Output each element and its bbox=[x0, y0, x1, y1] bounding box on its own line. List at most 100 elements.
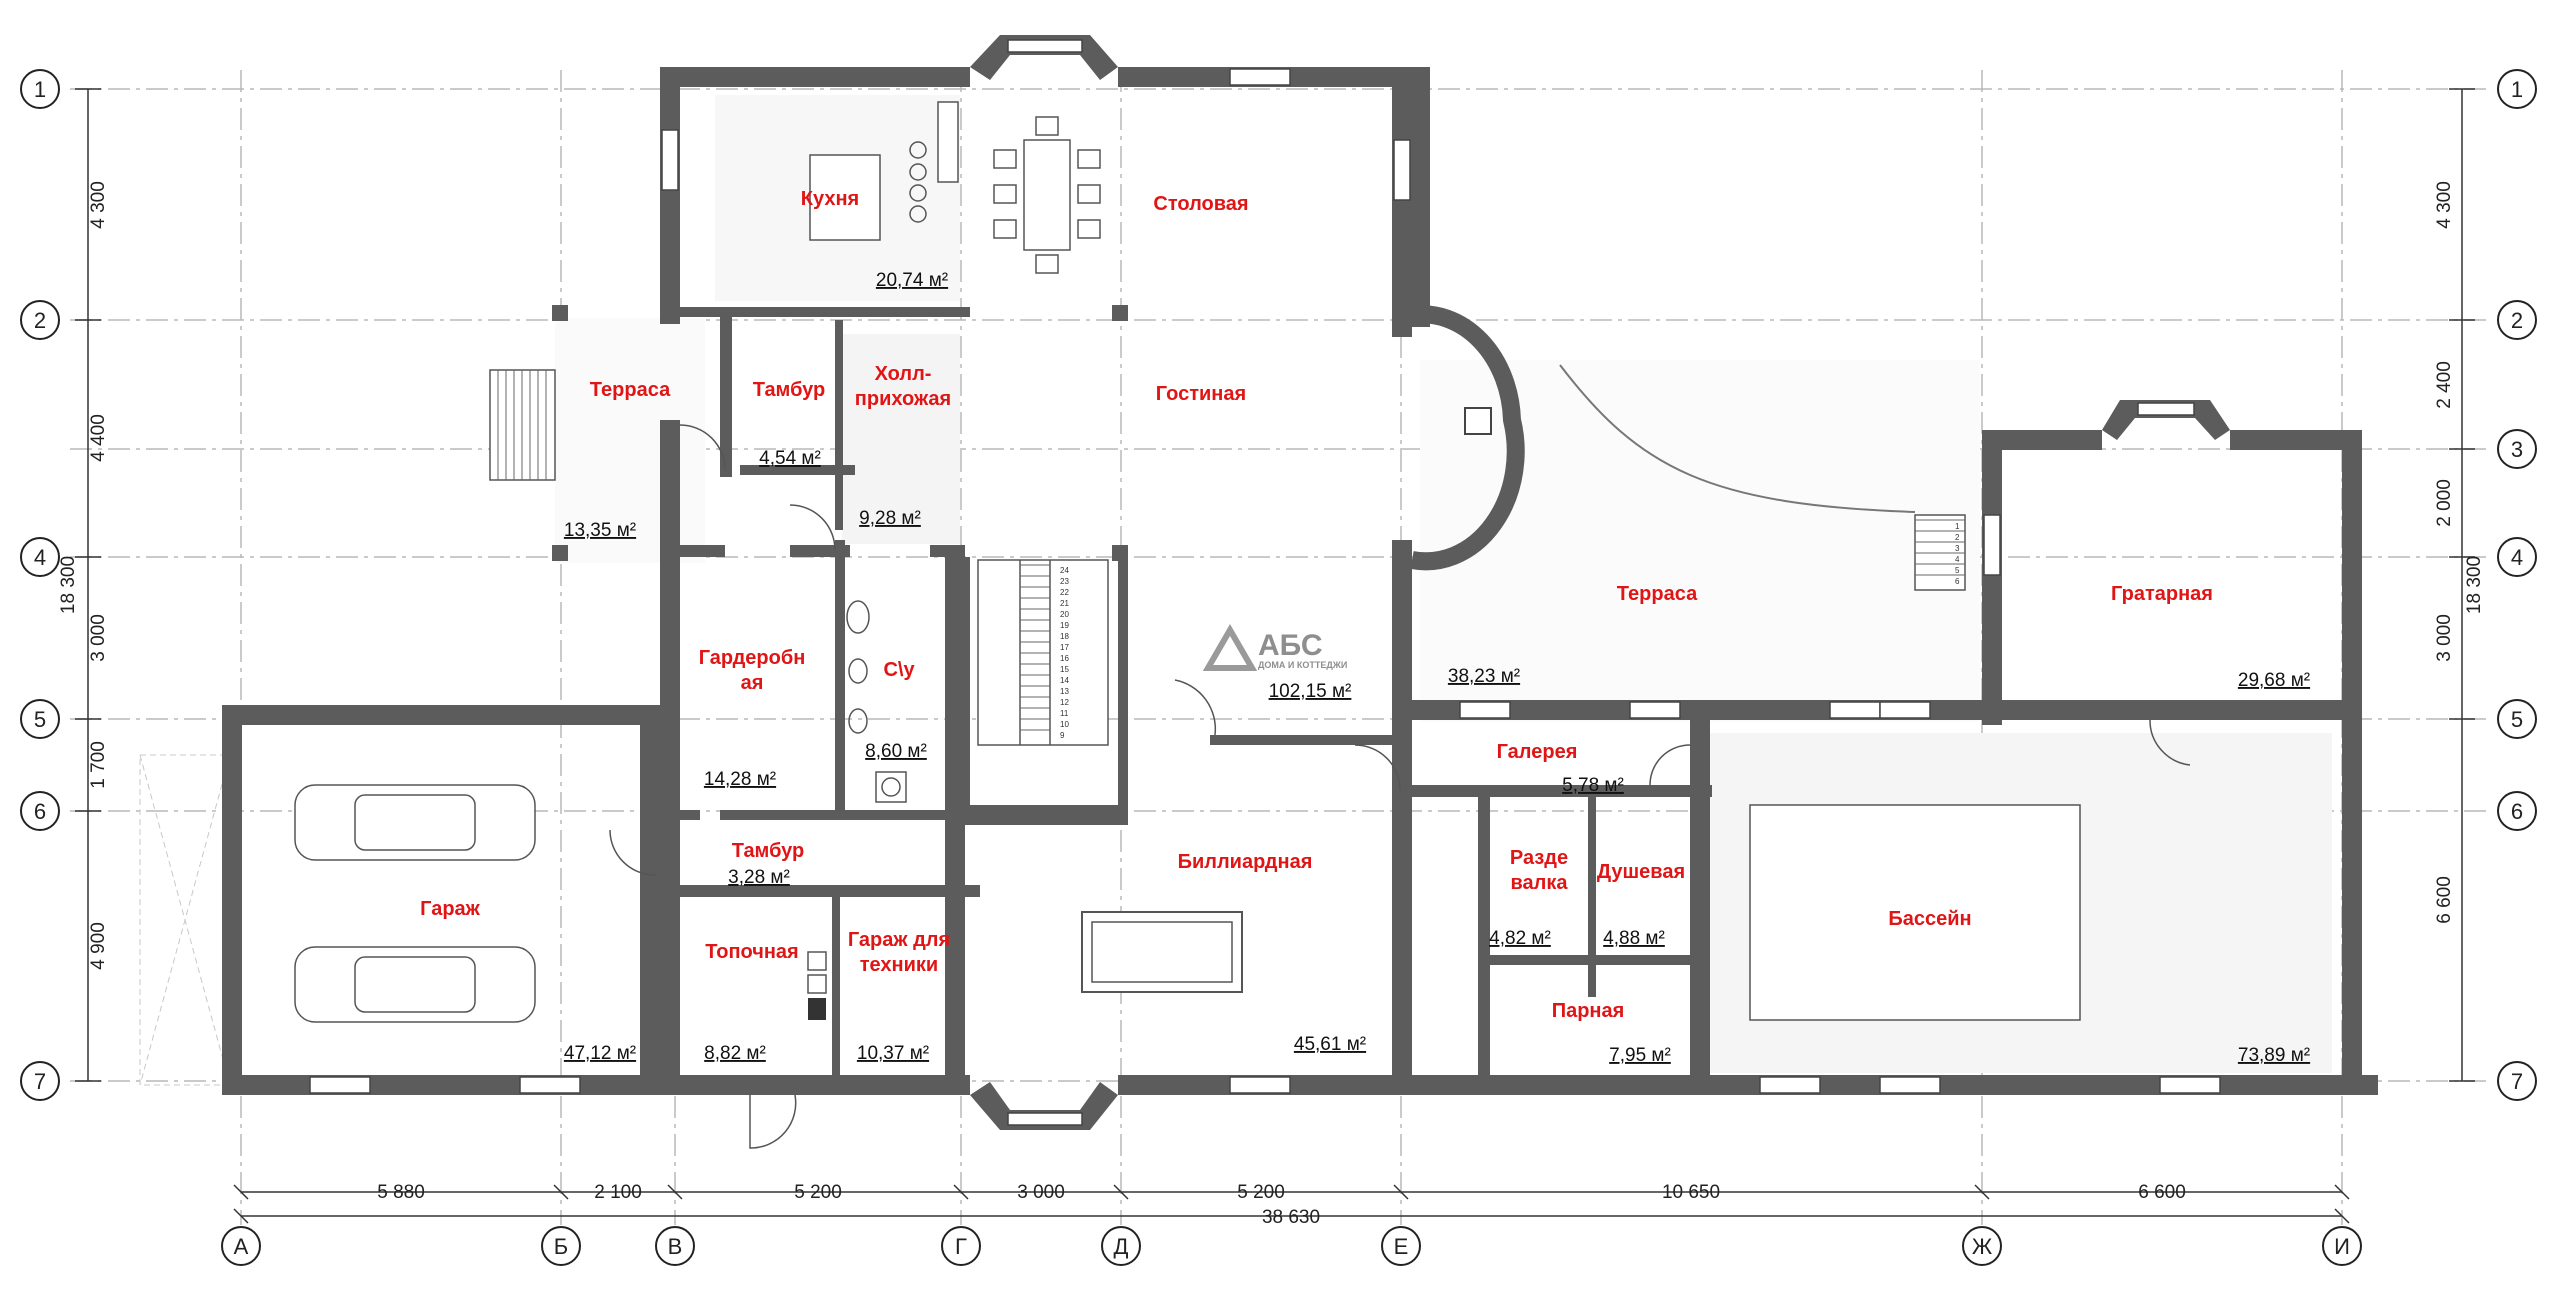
room-name-kitchen: Кухня bbox=[801, 188, 859, 210]
dimensions-left: 4 300 4 400 3 000 1 700 4 900 18 300 bbox=[58, 88, 109, 1082]
dim-label: 4 900 bbox=[88, 922, 109, 970]
logo-name: АБС bbox=[1258, 629, 1323, 662]
room-name-hall-2: прихожая bbox=[855, 388, 951, 410]
axis-label: Б bbox=[554, 1234, 568, 1259]
axis-label: Д bbox=[1114, 1234, 1129, 1259]
stair-number: 3 bbox=[1955, 544, 1960, 553]
room-name-shower: Душевая bbox=[1597, 861, 1685, 883]
room-area-garage-tech: 10,37 м² bbox=[857, 1043, 929, 1064]
dim-label: 3 000 bbox=[88, 614, 109, 662]
fireplace-icon bbox=[1464, 407, 1492, 435]
room-name-changing-1: Разде bbox=[1510, 847, 1568, 869]
company-logo: АБС ДОМА И КОТТЕДЖИ bbox=[1202, 624, 1347, 671]
axis-label: 2 bbox=[34, 308, 46, 333]
dim-total: 18 300 bbox=[58, 556, 79, 614]
dim-label: 2 400 bbox=[2434, 361, 2455, 409]
room-area-wardrobe: 14,28 м² bbox=[704, 769, 776, 790]
kitchen-island bbox=[809, 154, 881, 241]
room-area-changing: 4,82 м² bbox=[1489, 928, 1551, 949]
car-icon bbox=[294, 784, 536, 861]
dimensions-bottom: 5 880 2 100 5 200 3 000 5 200 10 650 6 6… bbox=[233, 1182, 2350, 1228]
stair-number: 17 bbox=[1060, 643, 1069, 652]
row-axis-left: 1 2 4 5 6 7 bbox=[20, 69, 60, 1101]
axis-label: 4 bbox=[2511, 545, 2523, 570]
stair-number: 15 bbox=[1060, 665, 1069, 674]
pool-basin bbox=[1749, 804, 2081, 1021]
car-icon bbox=[294, 946, 536, 1023]
stair-number: 24 bbox=[1060, 566, 1069, 575]
dim-total: 38 630 bbox=[1262, 1207, 1320, 1228]
axis-label: 1 bbox=[34, 77, 46, 102]
dim-total: 18 300 bbox=[2464, 556, 2485, 614]
dim-label: 6 600 bbox=[2434, 876, 2455, 924]
room-area-gallery: 5,78 м² bbox=[1562, 775, 1624, 796]
room-area-tambur-top: 4,54 м² bbox=[759, 448, 821, 469]
room-area-shower: 4,88 м² bbox=[1603, 928, 1665, 949]
room-area-wc: 8,60 м² bbox=[865, 741, 927, 762]
stair-number: 14 bbox=[1060, 676, 1069, 685]
room-area-terrace-left: 13,35 м² bbox=[564, 520, 636, 541]
windows bbox=[309, 39, 2221, 1126]
room-name-terrace-right: Терраса bbox=[1617, 583, 1698, 605]
stair-number: 20 bbox=[1060, 610, 1069, 619]
axis-label: 7 bbox=[2511, 1069, 2523, 1094]
dimensions-right: 4 300 2 400 2 000 3 000 6 600 18 300 bbox=[2434, 88, 2485, 1082]
stair-number: 18 bbox=[1060, 632, 1069, 641]
room-name-pool: Бассейн bbox=[1888, 908, 1971, 930]
room-name-garage: Гараж bbox=[420, 898, 481, 920]
room-name-boiler: Топочная bbox=[705, 941, 798, 963]
dim-label: 4 300 bbox=[88, 181, 109, 229]
room-name-wardrobe-1: Гардеробн bbox=[699, 647, 806, 669]
axis-label: 7 bbox=[34, 1069, 46, 1094]
stair-number: 6 bbox=[1955, 577, 1960, 586]
room-name-grill: Гратарная bbox=[2111, 583, 2213, 605]
dining-table bbox=[1023, 139, 1071, 251]
dim-label: 10 650 bbox=[1662, 1182, 1720, 1203]
axis-label: 4 bbox=[34, 545, 46, 570]
axis-label: 3 bbox=[2511, 437, 2523, 462]
dim-label: 3 000 bbox=[2434, 614, 2455, 662]
room-area-billiard: 45,61 м² bbox=[1294, 1034, 1366, 1055]
dim-label: 4 300 bbox=[2434, 181, 2455, 229]
dim-label: 2 100 bbox=[594, 1182, 642, 1203]
room-name-gallery: Галерея bbox=[1497, 741, 1578, 763]
axis-label: В bbox=[668, 1234, 683, 1259]
room-area-terrace-right: 38,23 м² bbox=[1448, 666, 1520, 687]
axis-label: 1 bbox=[2511, 77, 2523, 102]
stair-number: 12 bbox=[1060, 698, 1069, 707]
axis-label: 6 bbox=[2511, 799, 2523, 824]
room-area-grill: 29,68 м² bbox=[2238, 670, 2310, 691]
logo-mark-icon bbox=[1202, 624, 1258, 671]
stair-number: 4 bbox=[1955, 555, 1960, 564]
dim-label: 3 000 bbox=[1017, 1182, 1065, 1203]
room-name-tambur-bottom: Тамбур bbox=[732, 840, 805, 862]
stair-number: 13 bbox=[1060, 687, 1069, 696]
stair-number: 9 bbox=[1060, 731, 1065, 740]
room-name-billiard: Биллиардная bbox=[1178, 851, 1313, 873]
axis-label: 2 bbox=[2511, 308, 2523, 333]
axis-label: А bbox=[234, 1234, 249, 1259]
furniture bbox=[294, 101, 2191, 1149]
room-name-wardrobe-2: ая bbox=[741, 672, 764, 694]
stair-number: 16 bbox=[1060, 654, 1069, 663]
room-name-dining: Столовая bbox=[1153, 193, 1248, 215]
stair-number: 1 bbox=[1955, 522, 1960, 531]
dim-label: 1 700 bbox=[88, 741, 109, 789]
room-area-tambur-bottom: 3,28 м² bbox=[728, 867, 790, 888]
room-area-boiler: 8,82 м² bbox=[704, 1043, 766, 1064]
room-name-garage-tech-2: техники bbox=[860, 954, 938, 976]
stair-number: 5 bbox=[1955, 566, 1960, 575]
axis-label: 5 bbox=[34, 707, 46, 732]
axis-label: 6 bbox=[34, 799, 46, 824]
room-name-wc: С\у bbox=[883, 659, 915, 681]
room-name-terrace-left: Терраса bbox=[590, 379, 671, 401]
walls bbox=[222, 67, 2378, 1095]
stair-number: 2 bbox=[1955, 533, 1960, 542]
dim-label: 6 600 bbox=[2138, 1182, 2186, 1203]
dim-label: 2 000 bbox=[2434, 479, 2455, 527]
stair-numbers-right: 1 2 3 4 5 6 bbox=[1955, 522, 1960, 586]
axis-label: И bbox=[2334, 1234, 2350, 1259]
stair-number: 21 bbox=[1060, 599, 1069, 608]
